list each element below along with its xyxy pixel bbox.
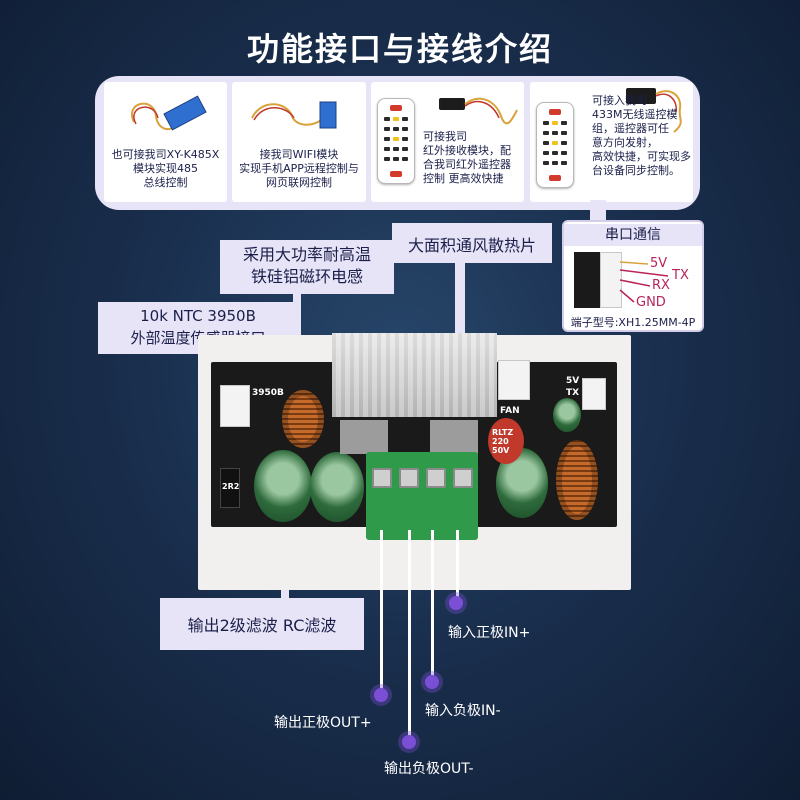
feature-card-485: 也可接我司XY-K485X 模块实现485 总线控制 — [104, 82, 227, 202]
mark-tx: TX — [566, 388, 580, 398]
feature-card-433m: 可接入我司 433M无线遥控模 组，遥控器可任 意方向发射， 高效快捷，可实现多… — [530, 82, 693, 202]
serial-board-connector — [582, 378, 606, 410]
rs485-module-image — [131, 95, 207, 131]
capacitor-2 — [310, 452, 364, 522]
lead-out-neg — [408, 530, 411, 740]
ir-receiver-image — [439, 98, 465, 110]
callout-filter: 输出2级滤波 RC滤波 — [160, 598, 364, 650]
ir-remote-image — [377, 98, 415, 184]
inductor-right — [556, 440, 598, 520]
wifi-module-image — [251, 101, 337, 129]
rf-wire-image — [655, 90, 682, 133]
mark-3950b: 3950B — [252, 388, 284, 398]
feature-card-infrared: 可接我司 红外接收模块，配 合我司红外遥控器 控制 更高效快捷 — [371, 82, 524, 202]
callout-heatsink: 大面积通风散热片 — [392, 223, 552, 263]
serial-pin-gnd: GND — [636, 295, 666, 310]
serial-footer: 端子型号:XH1.25MM-4P — [570, 316, 696, 329]
mark-cap: RLTZ 220 50V — [492, 428, 514, 455]
dot-in-pos — [449, 596, 463, 610]
serial-pin-tx: TX — [672, 268, 689, 283]
capacitor-1 — [254, 450, 312, 522]
lead-out-pos — [380, 530, 383, 692]
feature-wifi-text: 接我司WIFI模块 实现手机APP远程控制与 网页联网控制 — [239, 148, 359, 189]
serial-board-image — [574, 252, 600, 308]
mosfet-right — [430, 420, 478, 454]
callout-ntc-line1: 10k NTC 3950B — [140, 307, 256, 325]
serial-title: 串口通信 — [564, 224, 702, 246]
inductor-left — [282, 390, 324, 448]
label-out-neg: 输出负极OUT- — [384, 761, 474, 777]
mosfet-left — [340, 420, 388, 454]
screw-3 — [426, 468, 446, 488]
label-out-pos: 输出正极OUT+ — [274, 715, 372, 731]
label-in-neg: 输入负极IN- — [425, 703, 501, 719]
heatsink — [332, 333, 497, 417]
feature-infrared-text: 可接我司 红外接收模块，配 合我司红外遥控器 控制 更高效快捷 — [423, 130, 511, 185]
mark-resistor: 2R2 — [222, 482, 240, 491]
terminal-block — [366, 452, 478, 540]
screw-1 — [372, 468, 392, 488]
label-in-pos: 输入正极IN+ — [448, 625, 531, 641]
serial-pin-5v: 5V — [650, 256, 668, 271]
serial-panel: 串口通信 5V TX RX GND 端子型号:XH1.25MM-4P — [562, 220, 704, 332]
mark-5v: 5V — [566, 376, 580, 386]
dot-out-neg — [402, 735, 416, 749]
serial-pin-lines — [619, 261, 669, 303]
dot-out-pos — [374, 688, 388, 702]
callout-inductor: 采用大功率耐高温 铁硅铝磁环电感 — [220, 240, 394, 294]
rf-receiver-image — [626, 88, 656, 104]
ir-wire-image — [464, 97, 518, 125]
dot-in-neg — [425, 675, 439, 689]
screw-2 — [399, 468, 419, 488]
fan-connector — [498, 360, 530, 400]
feature-433m-text: 可接入我司 433M无线遥控模 组，遥控器可任 意方向发射， 高效快捷，可实现多… — [592, 94, 691, 177]
lead-in-neg — [431, 530, 434, 680]
capacitor-red — [488, 418, 524, 464]
rf-remote-image — [536, 102, 574, 188]
lead-in-pos — [456, 530, 459, 602]
resistor-2r2 — [220, 468, 240, 508]
screw-4 — [453, 468, 473, 488]
page-title: 功能接口与接线介绍 — [246, 30, 553, 68]
feature-card-wifi: 接我司WIFI模块 实现手机APP远程控制与 网页联网控制 — [232, 82, 366, 202]
ntc-connector — [220, 385, 250, 427]
feature-485-text: 也可接我司XY-K485X 模块实现485 总线控制 — [111, 148, 220, 189]
capacitor-4 — [553, 398, 581, 432]
mark-fan: FAN — [500, 406, 520, 416]
heatsink-fins — [332, 333, 497, 417]
serial-pin-rx: RX — [652, 278, 670, 293]
